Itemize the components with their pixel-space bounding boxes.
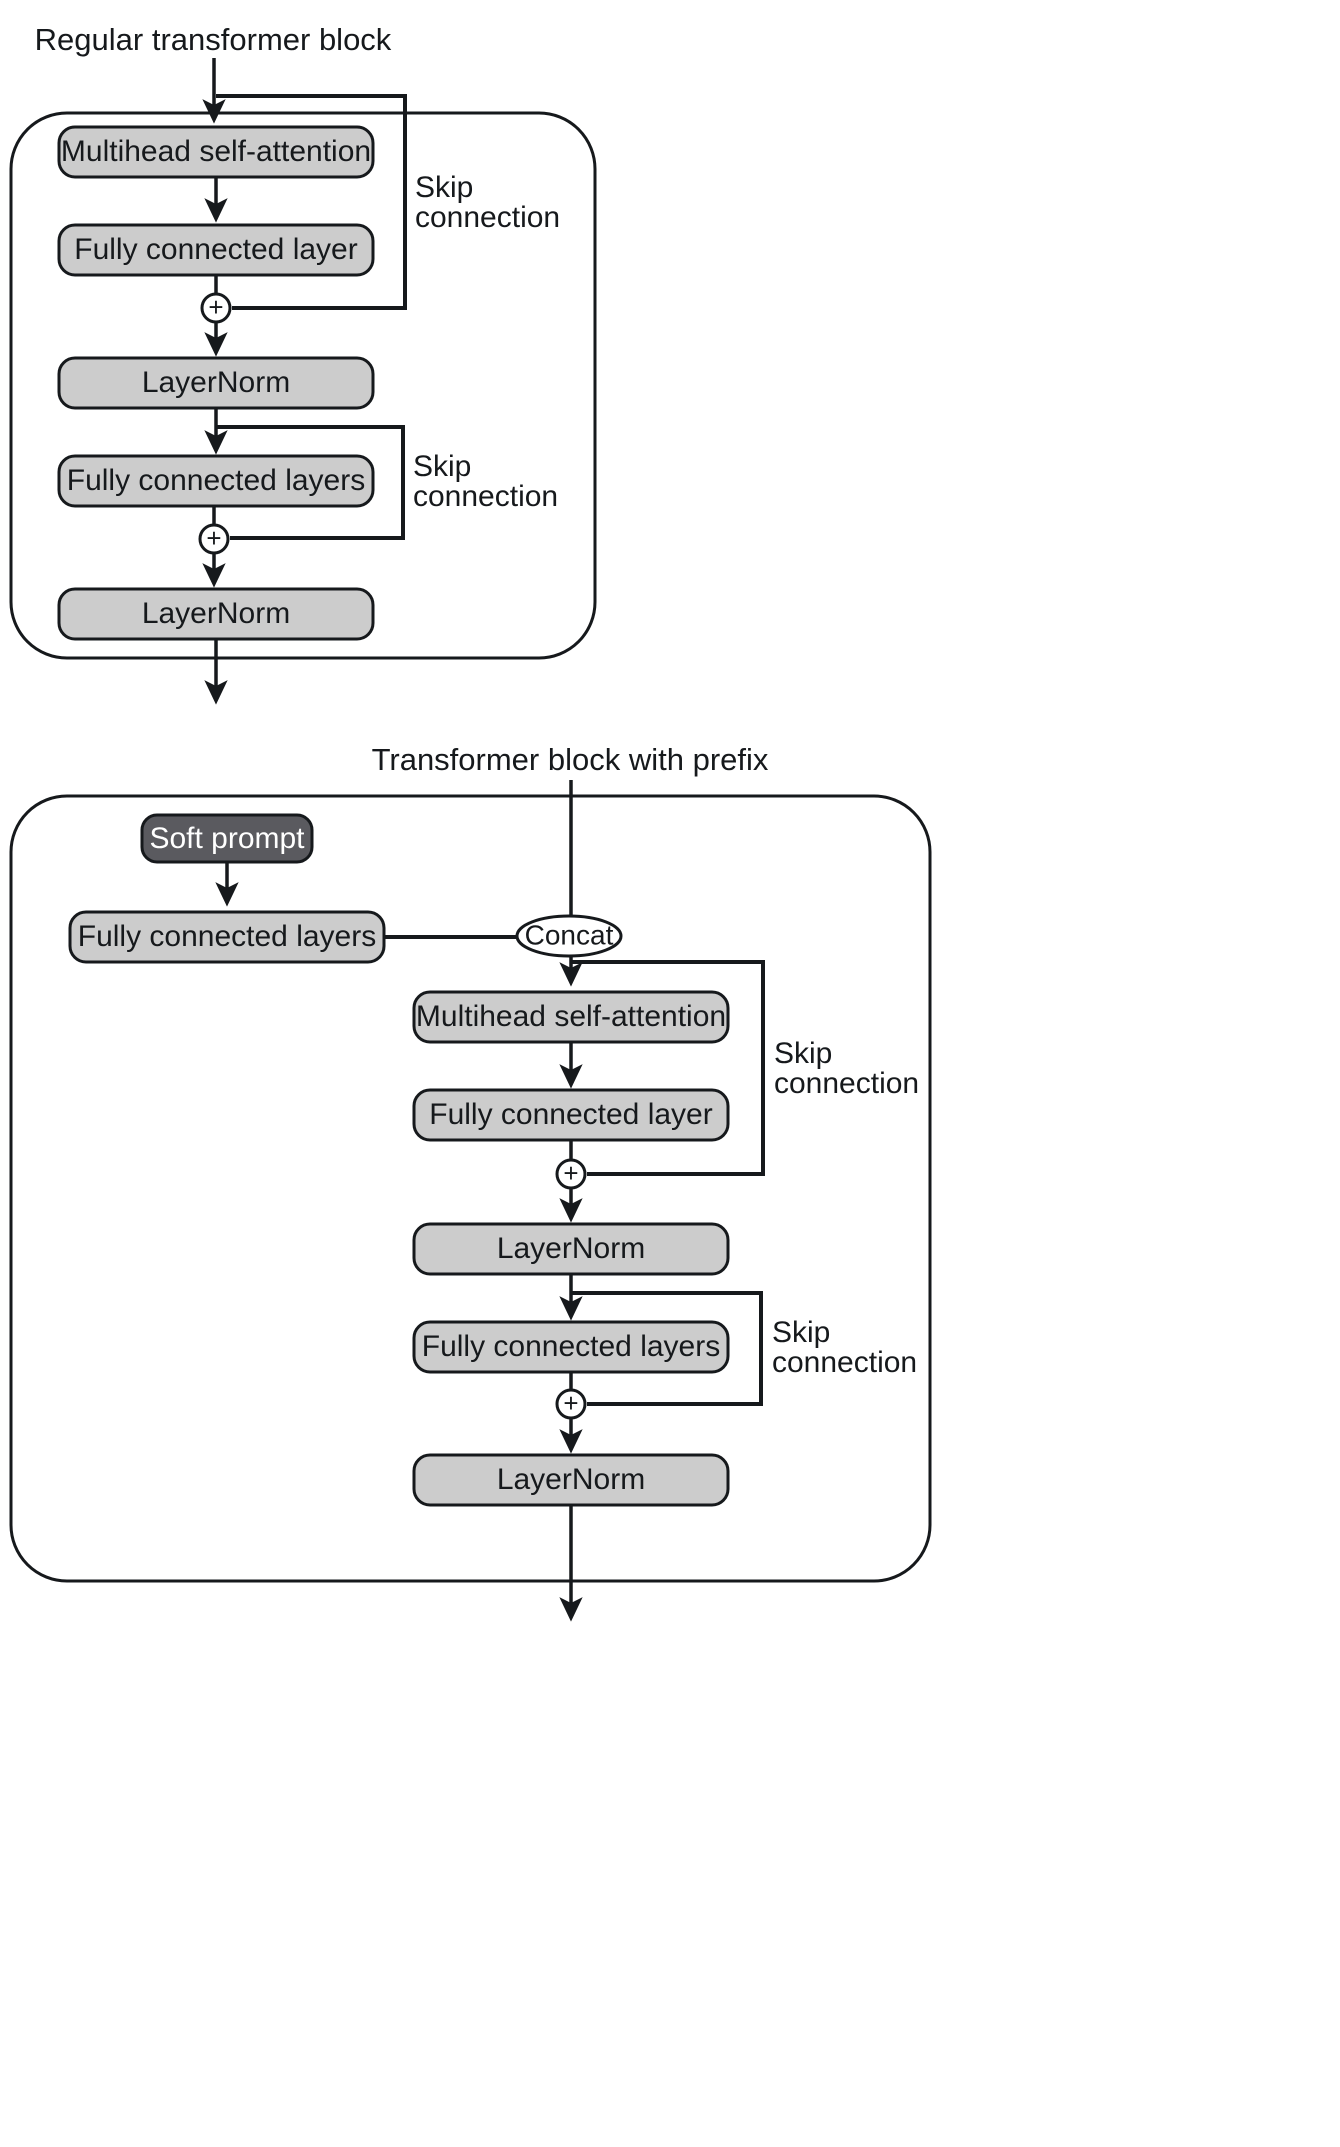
prefix-skip-label-2-line1: Skip — [772, 1316, 830, 1349]
node-prefix-fully-connected-layer-label: Fully connected layer — [429, 1098, 712, 1131]
node-prefix-layernorm-2-label: LayerNorm — [497, 1463, 645, 1496]
node-prefix-multihead-self-attention-label: Multihead self-attention — [416, 1000, 726, 1033]
prefix-add-operator-2-label: + — [563, 1388, 578, 1418]
prefix-transformer-block-group: Transformer block with prefix Soft promp… — [9, 742, 932, 1622]
prefix-add-operator-1-label: + — [563, 1158, 578, 1188]
regular-add-operator-1-label: + — [208, 292, 223, 322]
regular-block-container — [9, 111, 597, 660]
regular-skip-label-1-line1: Skip — [415, 171, 473, 204]
regular-add-operator-2-label: + — [206, 523, 221, 553]
regular-transformer-block-group: Regular transformer block Multihead self… — [9, 22, 597, 705]
node-concat-label: Concat — [525, 919, 614, 950]
node-prefix-fully-connected-layers-2-label: Fully connected layers — [422, 1330, 720, 1363]
prefix-skip-label-1-line1: Skip — [774, 1037, 832, 1070]
node-prefix-fully-connected-layers-label: Fully connected layers — [78, 920, 376, 953]
node-prefix-layernorm-1-label: LayerNorm — [497, 1232, 645, 1265]
regular-skip-label-1-line2: connection — [415, 201, 560, 234]
regular-block-caption: Regular transformer block — [35, 22, 392, 57]
prefix-skip-label-2-line2: connection — [772, 1346, 917, 1379]
prefix-skip-path-1 — [571, 960, 765, 1176]
node-regular-multihead-self-attention-label: Multihead self-attention — [61, 135, 371, 168]
node-regular-fully-connected-layer-label: Fully connected layer — [74, 233, 357, 266]
node-regular-layernorm-1-label: LayerNorm — [142, 366, 290, 399]
node-regular-fully-connected-layers-label: Fully connected layers — [67, 464, 365, 497]
regular-skip-label-2-line2: connection — [413, 480, 558, 513]
regular-skip-path-1 — [216, 94, 407, 310]
regular-skip-path-2 — [216, 425, 405, 540]
node-regular-fully-connected-layers[interactable] — [57, 454, 375, 508]
node-soft-prompt-label: Soft prompt — [149, 822, 305, 855]
prefix-block-caption: Transformer block with prefix — [372, 742, 769, 777]
prefix-skip-label-1-line2: connection — [774, 1067, 919, 1100]
node-regular-layernorm-2-label: LayerNorm — [142, 597, 290, 630]
prefix-skip-path-2 — [571, 1291, 763, 1406]
prefix-block-container — [9, 794, 932, 1583]
node-concat[interactable] — [515, 914, 623, 958]
regular-skip-label-2-line1: Skip — [413, 450, 471, 483]
